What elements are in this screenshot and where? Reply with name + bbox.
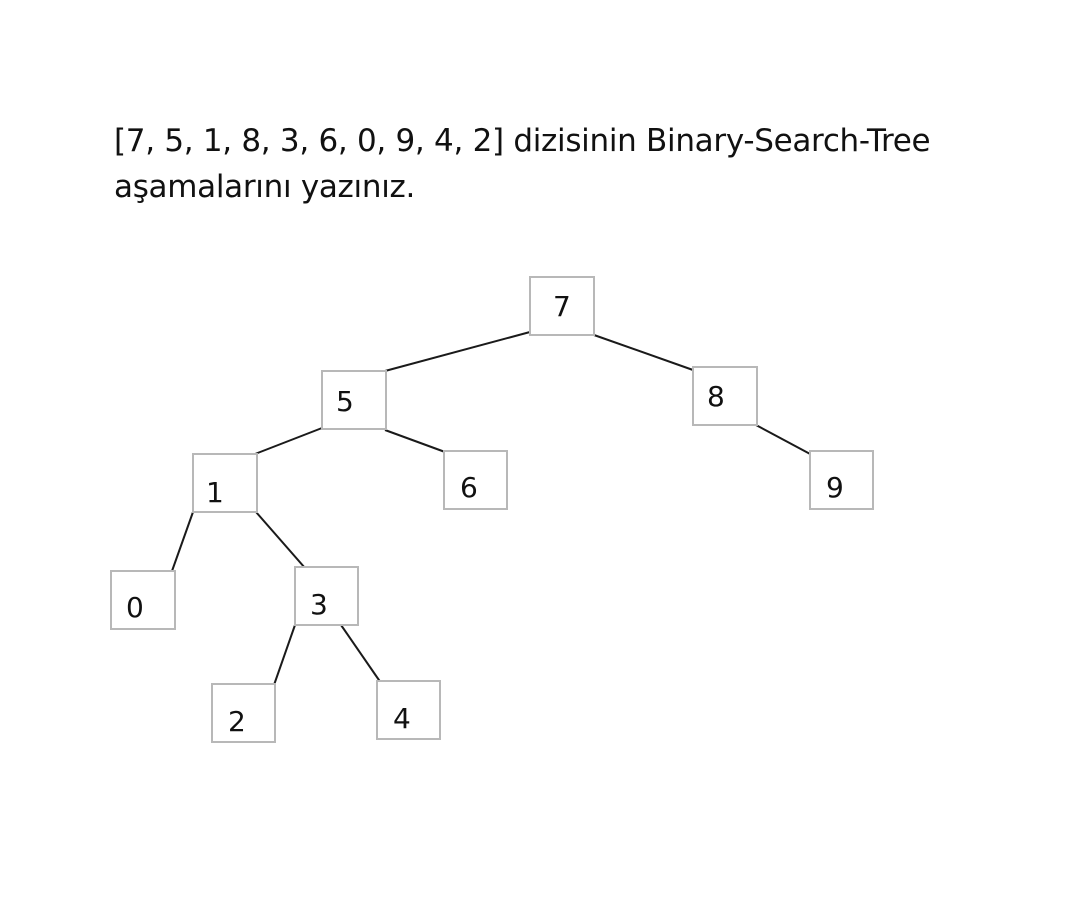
question-line-1: [7, 5, 1, 8, 3, 6, 0, 9, 4, 2] dizisinin… — [114, 123, 931, 159]
tree-node-3: 3 — [294, 566, 359, 626]
question-text: [7, 5, 1, 8, 3, 6, 0, 9, 4, 2] dizisinin… — [114, 118, 974, 210]
tree-node-5: 5 — [321, 370, 387, 430]
tree-edge-7-8 — [593, 334, 694, 371]
tree-node-label: 2 — [228, 705, 246, 738]
tree-node-4: 4 — [376, 680, 441, 740]
tree-node-label: 6 — [460, 471, 478, 504]
tree-node-7: 7 — [529, 276, 595, 336]
tree-edge-5-1 — [254, 427, 323, 455]
tree-edge-5-6 — [384, 429, 446, 453]
tree-node-label: 3 — [310, 588, 328, 621]
tree-edge-7-5 — [384, 331, 531, 372]
tree-node-label: 7 — [553, 290, 571, 323]
tree-node-label: 0 — [126, 591, 144, 624]
tree-node-0: 0 — [110, 570, 176, 630]
tree-node-label: 9 — [826, 471, 844, 504]
tree-edge-3-2 — [273, 624, 296, 686]
tree-node-label: 1 — [206, 476, 224, 509]
question-line-2: aşamalarını yazınız. — [114, 169, 416, 205]
tree-edge-1-0 — [171, 511, 194, 572]
tree-edge-1-3 — [255, 511, 306, 569]
tree-node-2: 2 — [211, 683, 276, 743]
tree-edge-3-4 — [340, 624, 382, 684]
tree-node-8: 8 — [692, 366, 758, 426]
tree-node-label: 4 — [393, 702, 411, 735]
tree-node-1: 1 — [192, 453, 258, 513]
tree-node-6: 6 — [443, 450, 508, 510]
tree-node-9: 9 — [809, 450, 874, 510]
tree-edge-8-9 — [755, 424, 813, 456]
tree-node-label: 8 — [707, 380, 725, 413]
tree-node-label: 5 — [336, 385, 354, 418]
